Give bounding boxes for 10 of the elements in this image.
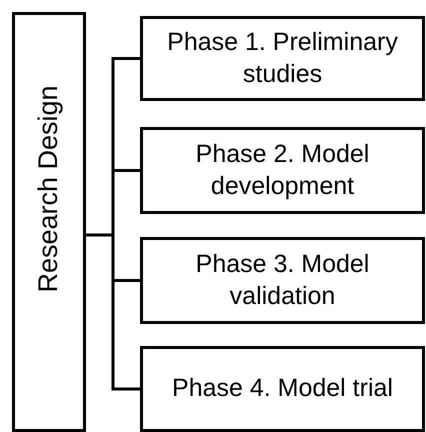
box-label: Phase 2. Model development: [194, 139, 370, 202]
phase-box: [140, 346, 425, 432]
box-label: Phase 4. Model trial: [172, 373, 393, 404]
title-box: [12, 12, 86, 432]
box-label: Research Design: [32, 85, 64, 292]
phase-box: [140, 127, 425, 214]
box-label: Phase 1. Preliminary studies: [166, 27, 399, 90]
box-label: Phase 3. Model validation: [194, 249, 370, 312]
phase-box: [140, 237, 425, 324]
phase-box: [140, 16, 425, 101]
